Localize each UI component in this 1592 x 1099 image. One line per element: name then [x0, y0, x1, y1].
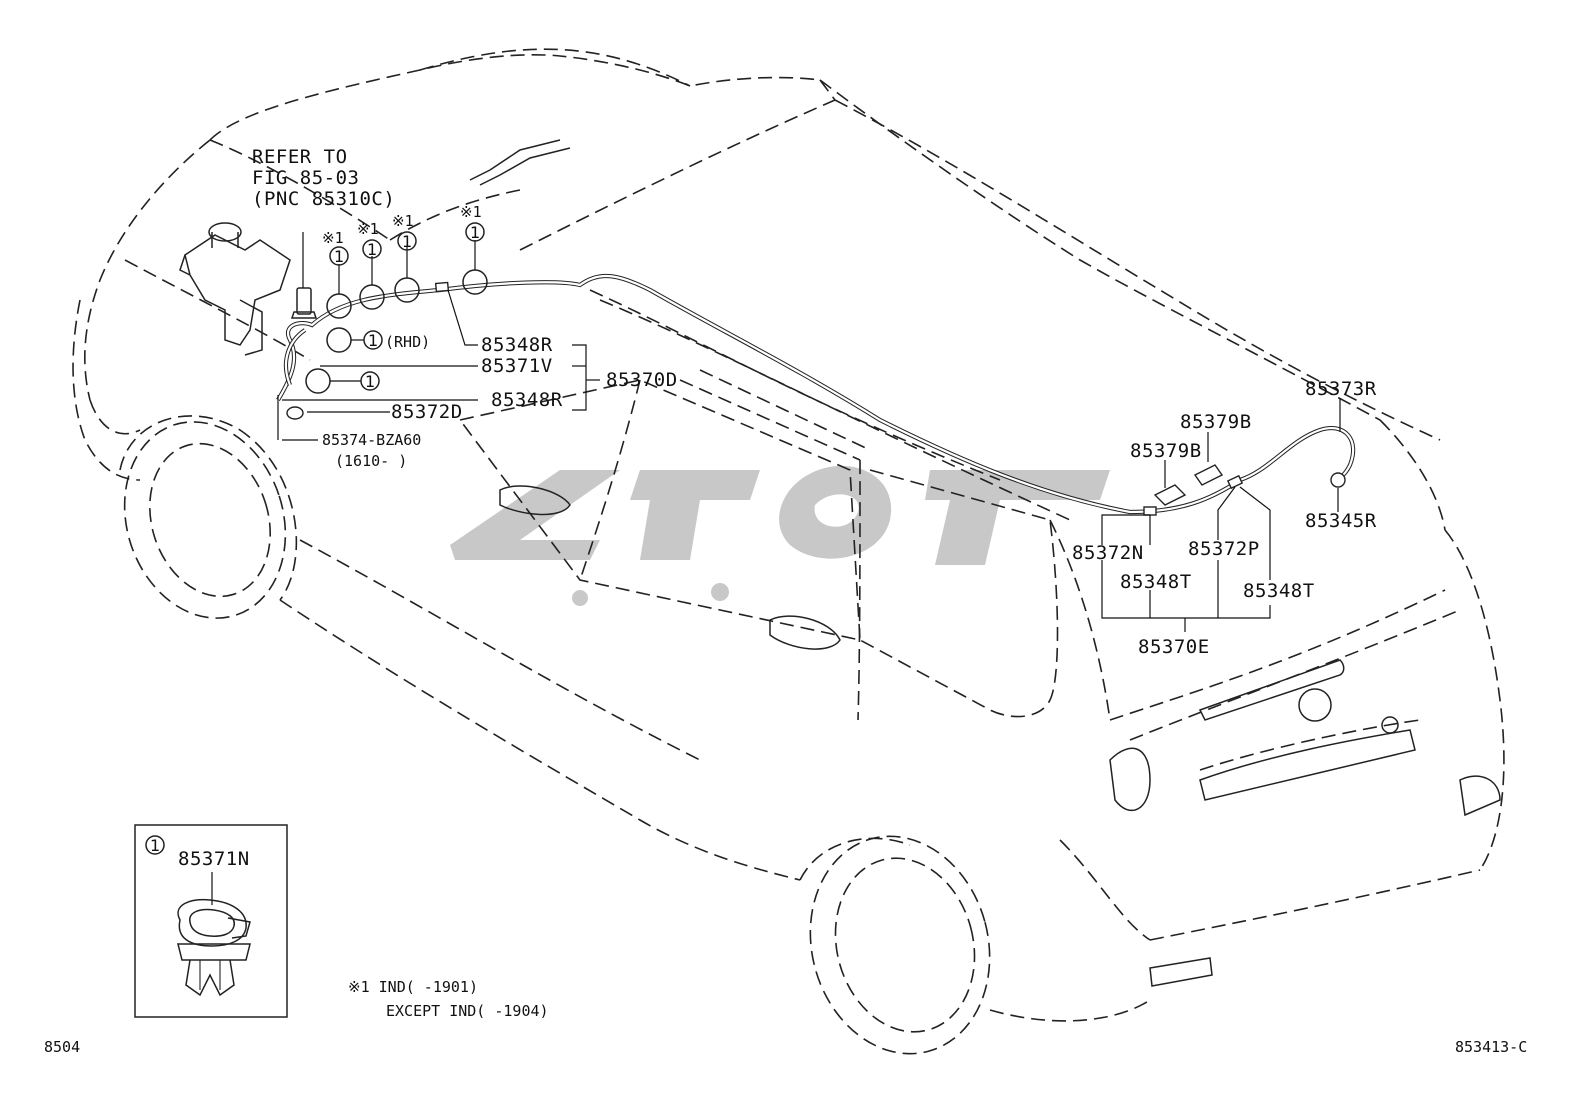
section-code: 8504	[44, 1038, 80, 1056]
label-85379B-lower: 85379B	[1130, 440, 1202, 462]
label-85348R-top: 85348R	[481, 334, 553, 356]
label-85374: 85374-BZA60	[322, 431, 421, 449]
marker-note-b: ※1	[357, 220, 379, 238]
marker-note-a: ※1	[322, 229, 344, 247]
circle-ref-rhd: 1	[368, 331, 378, 350]
refer-line-1: REFER TO	[252, 146, 348, 168]
label-85372P: 85372P	[1188, 538, 1260, 560]
label-85345R: 85345R	[1305, 510, 1377, 532]
circle-ref-1c: 1	[402, 232, 412, 251]
refer-line-2: FIG 85-03	[252, 167, 359, 189]
washer-tank-assembly	[179, 222, 318, 356]
marker-note-d: ※1	[460, 203, 482, 221]
label-85373R: 85373R	[1305, 378, 1377, 400]
clamp-markers: 1 1 1 1 ※1 ※1 ※1 ※1 1 (RHD) 1	[305, 203, 488, 394]
label-85372N: 85372N	[1072, 542, 1144, 564]
label-85348T-right: 85348T	[1243, 580, 1315, 602]
inset-clip-detail: 1 85371N	[134, 824, 288, 1018]
footnote-line-1: ※1 IND( -1901)	[348, 978, 478, 996]
front-leader-lines	[282, 289, 600, 441]
marker-note-c: ※1	[392, 212, 414, 230]
washer-hose-routing	[276, 273, 1356, 516]
label-85348R-mid: 85348R	[491, 389, 563, 411]
circle-ref-1a: 1	[334, 247, 344, 266]
inset-part-label: 85371N	[178, 848, 250, 870]
label-85372D: 85372D	[391, 401, 463, 423]
label-85374-range: (1610- )	[335, 452, 407, 470]
label-85379B-upper: 85379B	[1180, 411, 1252, 433]
circle-ref-lower: 1	[365, 372, 375, 391]
circle-ref-1d: 1	[470, 223, 480, 242]
label-85348T-left: 85348T	[1120, 571, 1192, 593]
rhd-note: (RHD)	[385, 333, 430, 351]
footnote-line-2: EXCEPT IND( -1904)	[386, 1002, 549, 1020]
label-85370D: 85370D	[606, 369, 678, 391]
figure-code: 853413-C	[1455, 1038, 1527, 1056]
footnotes: ※1 IND( -1901) EXCEPT IND( -1904) 8504 8…	[44, 978, 1527, 1056]
watermark-logo	[450, 465, 1110, 606]
label-85370E: 85370E	[1138, 636, 1210, 658]
vehicle-outline	[72, 48, 1505, 1055]
part-labels: REFER TO FIG 85-03 (PNC 85310C) 85348R 8…	[252, 146, 1377, 658]
circle-ref-1b: 1	[367, 240, 377, 259]
inset-circle-ref: 1	[150, 836, 160, 855]
rear-leader-lines	[1101, 398, 1341, 632]
label-85371V: 85371V	[481, 355, 553, 377]
refer-line-3: (PNC 85310C)	[252, 188, 395, 210]
